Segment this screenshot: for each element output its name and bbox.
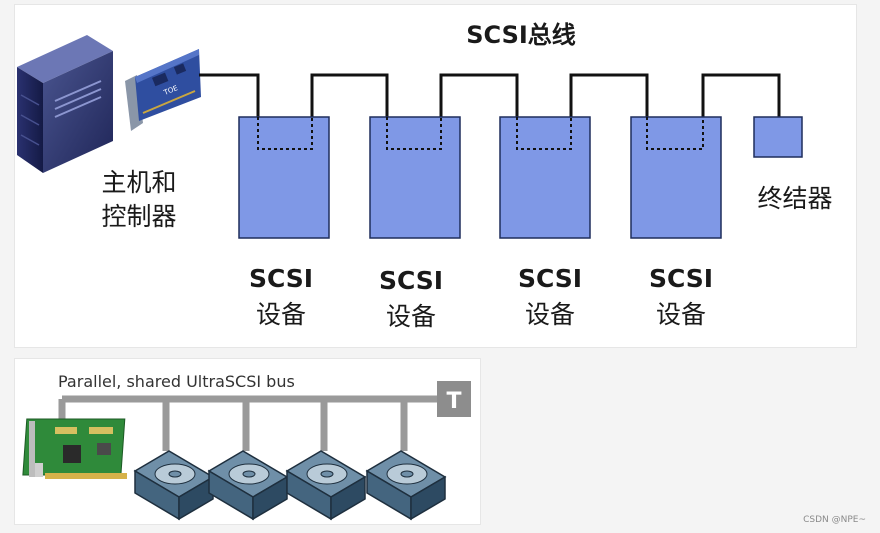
scsi-bus-line (199, 73, 781, 117)
device-1-label-line2: 设备 (256, 300, 306, 329)
terminator-t-letter: T (446, 389, 461, 414)
terminator-box (753, 116, 803, 158)
scsi-bus-diagram: SCSI总线 TOE SCSI (14, 4, 857, 348)
device-3-label-line1: SCSI (518, 264, 582, 293)
device-4-label-line1: SCSI (649, 264, 713, 293)
device-3-label-line2: 设备 (525, 300, 575, 329)
parallel-bus-label: Parallel, shared UltraSCSI bus (58, 372, 295, 391)
host-computer-icon (17, 35, 113, 173)
device-1-label-line1: SCSI (249, 264, 313, 293)
scsi-device-2: SCSI 设备 (369, 116, 461, 331)
hard-drive-icon-1 (133, 450, 215, 521)
bus-title: SCSI总线 (466, 21, 576, 49)
device-2-label-line1: SCSI (379, 266, 443, 295)
device-2-label-line2: 设备 (386, 302, 436, 331)
terminator-label: 终结器 (757, 184, 832, 213)
watermark: CSDN @NPE~ (803, 515, 866, 525)
host-label-line1: 主机和 (101, 168, 176, 197)
scsi-device-4: SCSI 设备 (630, 116, 722, 329)
controller-card-icon: TOE (125, 49, 201, 131)
hard-drive-icon-4 (365, 450, 447, 521)
device-4-label-line2: 设备 (656, 300, 706, 329)
ultrascsi-bus-diagram-svg: Parallel, shared UltraSCSI bus T (22, 372, 471, 521)
scsi-device-1: SCSI 设备 (238, 116, 330, 329)
scsi-controller-card-icon (22, 418, 127, 479)
host-label-line2: 控制器 (101, 202, 176, 231)
scsi-bus-diagram-svg: SCSI总线 TOE SCSI (17, 21, 833, 331)
scsi-device-3: SCSI 设备 (499, 116, 591, 329)
terminator-t-box (437, 381, 471, 417)
ultrascsi-bus-diagram: Parallel, shared UltraSCSI bus T (14, 358, 481, 525)
hard-drive-icon-3 (285, 450, 367, 521)
hard-drive-icon-2 (207, 450, 289, 521)
